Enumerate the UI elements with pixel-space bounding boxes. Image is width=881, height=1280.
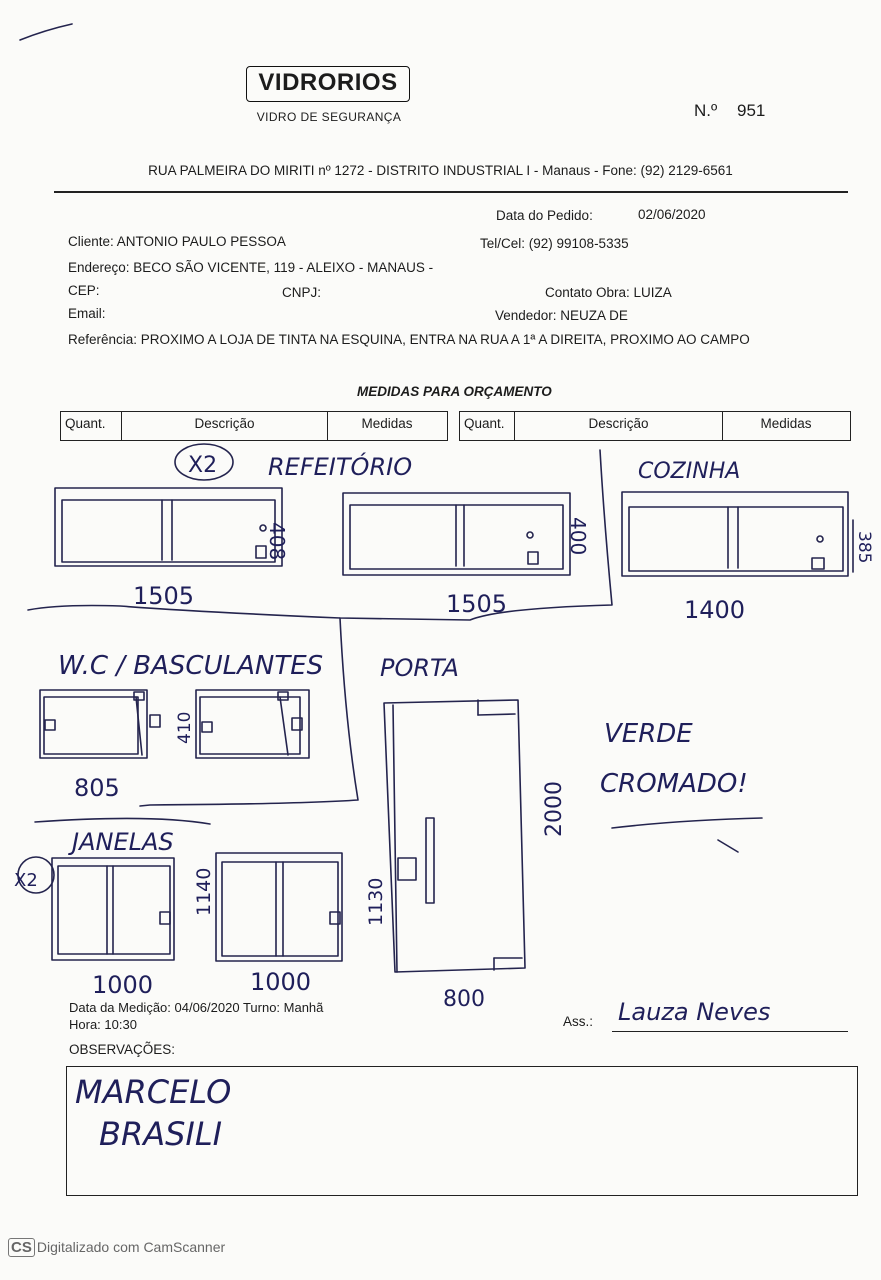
janelas-label: JANELAS <box>68 828 174 856</box>
janela-1 <box>17 856 175 961</box>
width-1000-a: 1000 <box>92 971 153 999</box>
order-number-label: N.º <box>694 101 718 120</box>
measures-title: MEDIDAS PARA ORÇAMENTO <box>357 384 552 399</box>
observations-line-1: MARCELO <box>75 1073 232 1111</box>
pen-mark <box>19 23 73 41</box>
camscanner-logo: CS <box>8 1238 35 1257</box>
col-quant: Quant. <box>61 412 122 440</box>
height-408: 408 <box>265 522 289 560</box>
width-1000-b: 1000 <box>250 968 311 996</box>
width-1505-b: 1505 <box>446 590 507 618</box>
refeitorio-qty: X2 <box>188 453 217 478</box>
measures-table-header-left: Quant. Descrição Medidas <box>60 411 448 441</box>
order-date-label: Data do Pedido: <box>496 208 593 223</box>
observations-line-2: BRASILI <box>99 1115 223 1153</box>
email-label: Email: <box>68 306 106 321</box>
cep-label: CEP: <box>68 283 100 298</box>
basculante-2 <box>195 689 310 759</box>
site-contact: Contato Obra: LUIZA <box>545 285 672 300</box>
measurement-date: Data da Medição: 04/06/2020 Turno: Manhã <box>69 1000 324 1015</box>
col-descricao: Descrição <box>122 412 328 440</box>
company-address: RUA PALMEIRA DO MIRITI nº 1272 - DISTRIT… <box>148 163 733 178</box>
signature-label: Ass.: <box>563 1014 594 1029</box>
height-400: 400 <box>566 517 590 555</box>
refeitorio-window-1 <box>54 487 283 567</box>
height-2000: 2000 <box>542 781 567 837</box>
cozinha-window <box>621 491 854 577</box>
order-number-value: 951 <box>737 101 766 120</box>
col-medidas: Medidas <box>361 416 413 431</box>
observations-box: MARCELO BRASILI <box>66 1066 858 1196</box>
cozinha-label: COZINHA <box>638 459 740 484</box>
basculante-1 <box>39 689 161 759</box>
janela-2 <box>215 852 343 962</box>
measures-table-header-right: Quant. Descrição Medidas <box>459 411 851 441</box>
client-address: Endereço: BECO SÃO VICENTE, 119 - ALEIXO… <box>68 260 434 275</box>
janelas-qty: X2 <box>14 870 38 891</box>
salesperson: Vendedor: NEUZA DE <box>495 308 628 323</box>
porta-door <box>383 699 526 973</box>
col-quant: Quant. <box>460 412 515 440</box>
height-1140: 1140 <box>193 868 215 916</box>
client-phone: Tel/Cel: (92) 99108-5335 <box>480 236 629 251</box>
height-410: 410 <box>175 712 195 744</box>
wc-label: W.C / BASCULANTES <box>58 651 323 681</box>
reference: Referência: PROXIMO A LOJA DE TINTA NA E… <box>68 332 750 347</box>
height-1130: 1130 <box>365 878 387 926</box>
width-1400: 1400 <box>684 596 745 624</box>
header-divider <box>54 191 848 193</box>
signature-line <box>612 1031 848 1033</box>
refeitorio-label: REFEITÓRIO <box>268 451 412 481</box>
scanner-text: Digitalizado com CamScanner <box>36 1239 226 1255</box>
measurement-time: Hora: 10:30 <box>69 1017 137 1032</box>
logo-text: VIDRORIOS <box>258 69 398 96</box>
company-logo: VIDRORIOS <box>246 66 410 102</box>
client-name: Cliente: ANTONIO PAULO PESSOA <box>68 234 286 249</box>
porta-label: PORTA <box>380 654 459 682</box>
signature: Lauza Neves <box>618 998 771 1026</box>
width-800: 800 <box>443 987 485 1012</box>
col-descricao: Descrição <box>515 412 723 440</box>
width-805: 805 <box>74 774 120 802</box>
height-385: 385 <box>854 531 874 563</box>
cnpj-label: CNPJ: <box>282 285 322 300</box>
width-1505-a: 1505 <box>133 582 194 610</box>
color-note-1: VERDE <box>604 719 693 749</box>
order-date-value: 02/06/2020 <box>638 207 706 222</box>
logo-subtitle: VIDRO DE SEGURANÇA <box>256 110 402 124</box>
col-medidas: Medidas <box>760 416 812 431</box>
refeitorio-window-2 <box>342 492 571 576</box>
observations-label: OBSERVAÇÕES: <box>69 1042 176 1057</box>
color-note-2: CROMADO! <box>600 769 748 799</box>
